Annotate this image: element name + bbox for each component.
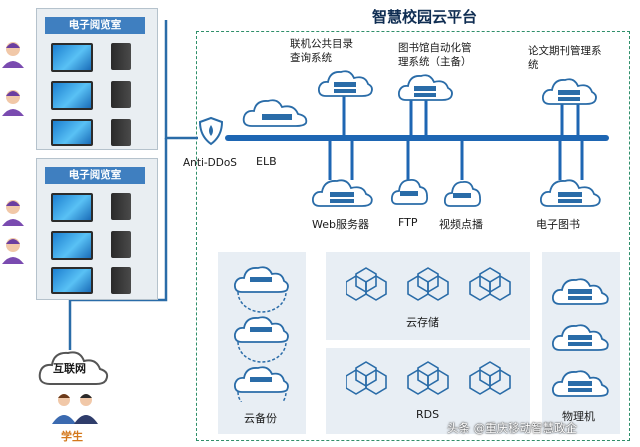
anti-ddos-shield-icon: [198, 116, 224, 146]
ftp-label: FTP: [398, 216, 418, 229]
monitor-icon: [51, 119, 93, 146]
database-cluster-icon: [469, 361, 511, 395]
link-room1: [164, 20, 198, 140]
reading-room-title: 电子阅览室: [45, 17, 145, 34]
backup-icons: [233, 266, 289, 402]
link-internet: [68, 168, 168, 350]
pc-tower-icon: [111, 267, 131, 294]
storage-cluster-icon: [469, 267, 511, 301]
ftp-cloud-icon: [390, 178, 429, 205]
vod-cloud-icon: [443, 180, 482, 207]
storage-cluster-icon: [346, 267, 387, 301]
anti-ddos-label: Anti-DDoS: [183, 157, 237, 169]
rds-panel: RDS: [326, 348, 530, 434]
rds-icons: [346, 361, 511, 395]
elb-cloud-icon: [242, 99, 308, 127]
person-icon: [2, 238, 24, 264]
database-cluster-icon: [346, 361, 387, 395]
journal-service-label: 论文期刊管理系 统: [528, 45, 602, 71]
database-cluster-icon: [407, 361, 449, 395]
monitor-icon: [51, 193, 93, 222]
pc-tower-icon: [111, 43, 131, 70]
reader-users: [2, 42, 24, 264]
monitor-icon: [51, 231, 93, 260]
backup-label: 云备份: [244, 412, 277, 425]
rds-label: RDS: [416, 408, 440, 421]
person-icon: [2, 42, 24, 68]
library-system-cloud-icon: [397, 74, 453, 101]
catalog-service-label: 联机公共目录 查询系统: [290, 38, 353, 64]
storage-cluster-icon: [407, 267, 449, 301]
monitor-icon: [51, 81, 93, 110]
journal-system-cloud-icon: [541, 78, 597, 105]
physical-server-cloud-icon: [551, 324, 609, 351]
reading-room-1: 电子阅览室: [36, 8, 158, 150]
web-server-label: Web服务器: [312, 218, 369, 231]
platform-title: 智慧校园云平台: [372, 8, 478, 26]
storage-icons: [346, 267, 511, 301]
backup-panel: 云备份: [218, 252, 306, 434]
physical-label: 物理机: [562, 410, 595, 423]
students-label: 学生: [61, 430, 83, 443]
catalog-server-cloud-icon: [317, 70, 373, 97]
cloud-platform-frame: [196, 31, 630, 441]
internet-label: 互联网: [53, 362, 86, 375]
internet-cloud-icon: [38, 351, 109, 385]
physical-panel: 物理机: [542, 252, 620, 434]
storage-panel: 云存储: [326, 252, 530, 340]
ebook-label: 电子图书: [536, 218, 580, 231]
backup-cloud-icon: [233, 366, 289, 402]
vod-label: 视频点播: [439, 218, 483, 231]
ebook-cloud-icon: [539, 179, 601, 207]
pc-tower-icon: [111, 81, 131, 108]
pc-tower-icon: [111, 119, 131, 146]
backup-cloud-icon: [233, 266, 289, 313]
physical-server-cloud-icon: [551, 370, 609, 397]
students-icon: [52, 394, 98, 424]
reading-room-2: 电子阅览室: [36, 158, 158, 300]
elb-label: ELB: [256, 155, 277, 168]
person-icon: [2, 200, 24, 226]
pc-tower-icon: [111, 193, 131, 220]
backup-cloud-icon: [233, 316, 289, 363]
pc-tower-icon: [111, 231, 131, 258]
storage-label: 云存储: [406, 316, 439, 329]
watermark-text: 头条 @重庆移动智慧政企: [447, 421, 578, 435]
reading-room-title: 电子阅览室: [45, 167, 145, 184]
library-service-label: 图书馆自动化管 理系统（主备）: [398, 42, 472, 68]
physical-server-cloud-icon: [551, 278, 609, 305]
web-server-cloud-icon: [311, 179, 373, 207]
person-icon: [2, 90, 24, 116]
monitor-icon: [51, 267, 93, 294]
monitor-icon: [51, 43, 93, 72]
physical-icons: [551, 278, 609, 397]
